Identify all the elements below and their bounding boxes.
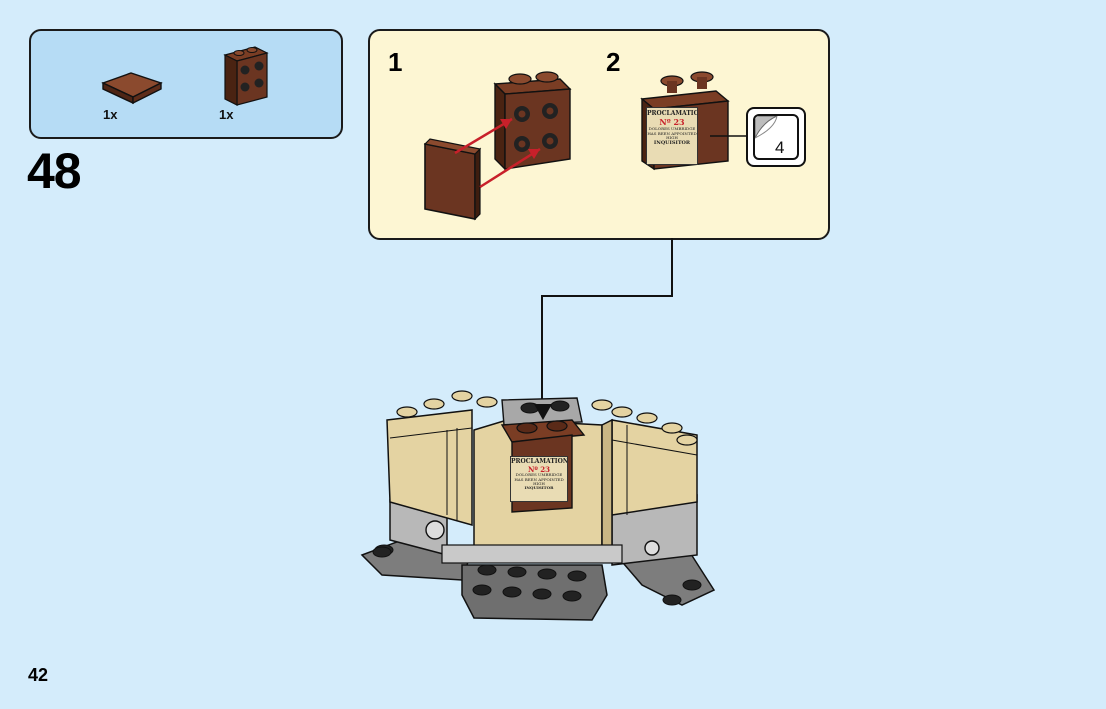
step-number: 48 bbox=[27, 143, 82, 199]
sticker-text-4: INQUISITOR bbox=[653, 139, 691, 146]
model-sticker-text-2: HAS BEEN APPOINTED bbox=[514, 476, 564, 482]
main-model-illustration bbox=[360, 390, 716, 621]
sticker-text-3: HIGH bbox=[666, 135, 678, 141]
sticker-count: 4 bbox=[775, 138, 785, 157]
sticker-callout-inner: 4 bbox=[753, 114, 799, 160]
sticker-sheet-icon bbox=[755, 116, 778, 139]
part-qty-bracket: 1x bbox=[219, 107, 234, 122]
model-sticker-number: Nº 23 bbox=[527, 464, 551, 474]
callout-connector bbox=[710, 135, 748, 137]
substep-1-illustration bbox=[423, 71, 572, 221]
sticker-callout: 4 bbox=[746, 107, 806, 167]
substep-label-2: 2 bbox=[606, 47, 621, 77]
substep-box: 1 2 PROCLAMATION Nº 23 bbox=[368, 29, 830, 240]
model-sticker-text-1: DOLORES UMBRIDGE bbox=[515, 472, 563, 478]
sticker-number: Nº 23 bbox=[659, 116, 685, 127]
substep-2-illustration: PROCLAMATION Nº 23 DOLORES UMBRIDGE HAS … bbox=[638, 69, 733, 171]
sticker-text-1: DOLORES UMBRIDGE bbox=[648, 126, 696, 132]
model-sticker-text-4: INQUISITOR bbox=[524, 485, 554, 491]
part-qty-tile: 1x bbox=[103, 107, 118, 122]
proclamation-sticker: PROCLAMATION Nº 23 DOLORES UMBRIDGE HAS … bbox=[646, 107, 698, 165]
model-sticker-title: PROCLAMATION bbox=[511, 458, 568, 465]
brown-bracket-2x2-icon bbox=[223, 46, 269, 106]
model-sticker-text-3: HIGH bbox=[533, 481, 545, 487]
sticker-text-2: HAS BEEN APPOINTED bbox=[647, 130, 697, 136]
brown-tile-2x2-icon bbox=[101, 72, 163, 105]
page-number: 42 bbox=[28, 665, 49, 685]
substep-label-1: 1 bbox=[388, 47, 403, 77]
sticker-title: PROCLAMATION bbox=[647, 110, 697, 117]
parts-list-box: 1x 1x bbox=[29, 29, 343, 139]
model-proclamation-sticker: PROCLAMATION Nº 23 DOLORES UMBRIDGE HAS … bbox=[510, 456, 568, 502]
